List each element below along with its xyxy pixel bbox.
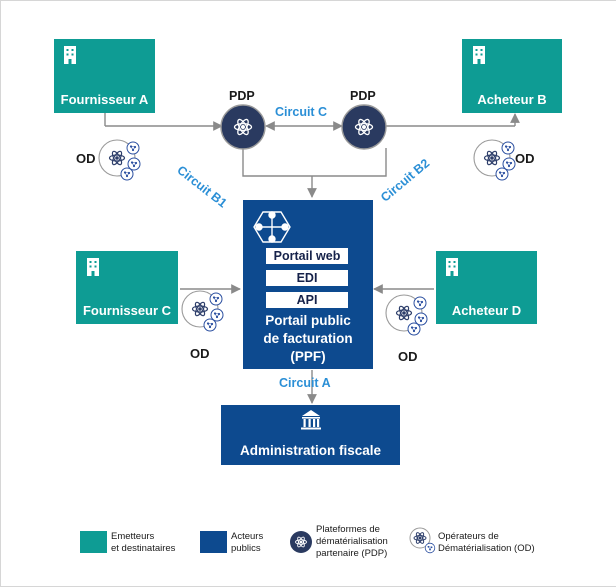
od-bottom-left-label: OD (190, 346, 210, 361)
ppf-title-line2: de facturation (263, 331, 353, 346)
legend-pdp-line1: Plateformes de (316, 524, 380, 535)
ppf-title-line3: (PPF) (290, 349, 326, 364)
od-cluster-icon (99, 140, 140, 180)
legend-teal-swatch (80, 531, 107, 553)
legend-navy-swatch (200, 531, 227, 553)
legend-emetteurs: Emetteurs et destinataires (111, 531, 175, 555)
administration-label: Administration fiscale (239, 443, 382, 458)
building-icon (64, 46, 76, 64)
circuit-c-label: Circuit C (275, 105, 328, 119)
od-mini-icon (424, 542, 436, 554)
circuit-a-label: Circuit A (279, 376, 331, 390)
od-cluster-icon (386, 295, 427, 335)
legend-emetteurs-line2: et destinataires (111, 543, 176, 554)
building-icon (446, 258, 458, 276)
od-cluster-icon (182, 291, 223, 331)
legend-od-line1: Opérateurs de (438, 531, 499, 542)
building-icon (87, 258, 99, 276)
legend-acteurs-line1: Acteurs (231, 531, 264, 542)
pdp-right-label: PDP (350, 89, 376, 103)
ppf-portail-web: Portail web (266, 248, 348, 264)
legend-od: Opérateurs de Dématérialisation (OD) (438, 531, 535, 555)
connector-lines (104, 113, 520, 404)
network-icon (253, 211, 291, 243)
fournisseur-c-label: Fournisseur C (82, 303, 172, 318)
legend-acteurs-line2: publics (231, 543, 261, 554)
acheteur-b-label: Acheteur B (477, 92, 547, 107)
institution-icon (301, 410, 321, 430)
od-bottom-right-label: OD (398, 349, 418, 364)
ppf-edi: EDI (266, 270, 348, 286)
ppf-api: API (266, 292, 348, 308)
legend-acteurs: Acteurs publics (231, 531, 263, 555)
ppf-title-line1: Portail public (265, 313, 351, 328)
legend-pdp-line2: dématérialisation (316, 536, 388, 547)
pdp-left-label: PDP (229, 89, 255, 103)
legend-emetteurs-line1: Emetteurs (111, 531, 155, 542)
od-top-right-label: OD (515, 151, 535, 166)
legend-od-line2: Dématérialisation (OD) (438, 543, 535, 554)
legend-pdp: Plateformes de dématérialisation partena… (316, 524, 388, 560)
od-top-left-label: OD (76, 151, 96, 166)
building-icon (473, 46, 485, 64)
od-cluster-icon (474, 140, 515, 180)
acheteur-d-label: Acheteur D (451, 303, 522, 318)
fournisseur-a-label: Fournisseur A (60, 92, 149, 107)
legend-pdp-line3: partenaire (PDP) (316, 548, 388, 559)
